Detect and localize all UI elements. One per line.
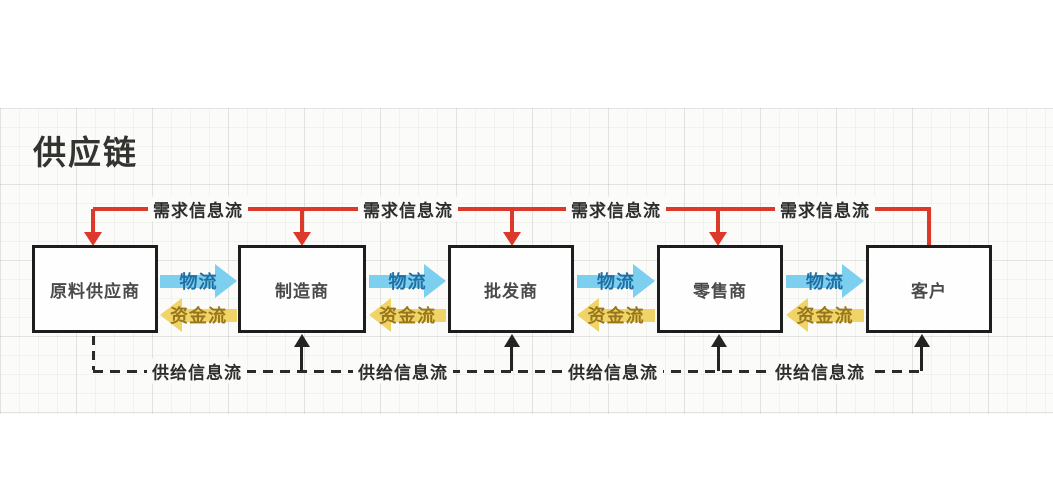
supply-info-flow-label: 供给信息流: [147, 358, 247, 384]
arrow-body: [369, 274, 424, 288]
down-arrowhead-icon: [503, 232, 521, 246]
right-arrowhead-icon: [424, 264, 446, 298]
up-arrowhead-icon: [504, 334, 520, 347]
supply-flow-stem: [920, 346, 923, 371]
logistics-flow-label: 物流: [597, 272, 635, 292]
demand-info-flow-label: 需求信息流: [566, 196, 666, 222]
up-arrowhead-icon: [294, 334, 310, 347]
node-label: 客户: [911, 281, 947, 301]
logistics-flow-arrow: 物流: [786, 264, 864, 298]
supply-info-flow-label: 供给信息流: [353, 358, 453, 384]
down-arrowhead-icon: [293, 232, 311, 246]
demand-flow-stem: [716, 209, 720, 233]
node-label: 原料供应商: [50, 281, 140, 301]
up-arrowhead-icon: [914, 334, 930, 347]
down-arrowhead-icon: [84, 232, 102, 246]
demand-flow-source-stem: [927, 209, 931, 247]
supply-flow-source-stem: [92, 336, 95, 370]
arrow-body: [160, 274, 215, 288]
node-raw-material-supplier: 原料供应商: [32, 245, 158, 333]
demand-info-flow-label: 需求信息流: [775, 196, 875, 222]
node-label: 制造商: [275, 281, 329, 301]
logistics-flow-arrow: 物流: [160, 264, 237, 298]
demand-flow-stem: [510, 209, 514, 233]
right-arrowhead-icon: [633, 264, 655, 298]
node-customer: 客户: [866, 245, 992, 333]
capital-flow-label: 资金流: [587, 306, 645, 326]
supply-info-flow-label: 供给信息流: [563, 358, 663, 384]
node-retailer: 零售商: [657, 245, 783, 333]
left-arrowhead-icon: [577, 298, 599, 332]
logistics-flow-label: 物流: [388, 272, 427, 292]
capital-flow-arrow: 资金流: [786, 298, 864, 332]
demand-info-flow-label: 需求信息流: [358, 196, 458, 222]
capital-flow-arrow: 资金流: [577, 298, 655, 332]
supply-flow-stem: [300, 346, 303, 371]
demand-flow-stem: [91, 209, 95, 233]
left-arrowhead-icon: [160, 298, 182, 332]
arrow-body: [391, 308, 446, 322]
capital-flow-label: 资金流: [170, 306, 227, 326]
right-arrowhead-icon: [842, 264, 864, 298]
down-arrowhead-icon: [709, 232, 727, 246]
logistics-flow-label: 物流: [806, 272, 844, 292]
node-label: 批发商: [484, 281, 538, 301]
arrow-body: [182, 308, 237, 322]
arrow-body: [808, 308, 864, 322]
supply-info-flow-label: 供给信息流: [770, 358, 870, 384]
logistics-flow-label: 物流: [179, 272, 218, 292]
node-label: 零售商: [693, 281, 747, 301]
supply-flow-line: [93, 370, 922, 373]
arrow-body: [577, 274, 633, 288]
left-arrowhead-icon: [786, 298, 808, 332]
capital-flow-arrow: 资金流: [369, 298, 446, 332]
logistics-flow-arrow: 物流: [369, 264, 446, 298]
diagram-title: 供应链: [33, 134, 138, 171]
supply-flow-stem: [717, 346, 720, 371]
supply-flow-stem: [510, 346, 513, 371]
capital-flow-label: 资金流: [796, 306, 854, 326]
left-arrowhead-icon: [369, 298, 391, 332]
capital-flow-arrow: 资金流: [160, 298, 237, 332]
node-manufacturer: 制造商: [238, 245, 366, 333]
up-arrowhead-icon: [711, 334, 727, 347]
capital-flow-label: 资金流: [379, 306, 436, 326]
right-arrowhead-icon: [215, 264, 237, 298]
demand-flow-stem: [300, 209, 304, 233]
node-wholesaler: 批发商: [448, 245, 574, 333]
arrow-body: [599, 308, 655, 322]
logistics-flow-arrow: 物流: [577, 264, 655, 298]
arrow-body: [786, 274, 842, 288]
demand-info-flow-label: 需求信息流: [148, 196, 248, 222]
